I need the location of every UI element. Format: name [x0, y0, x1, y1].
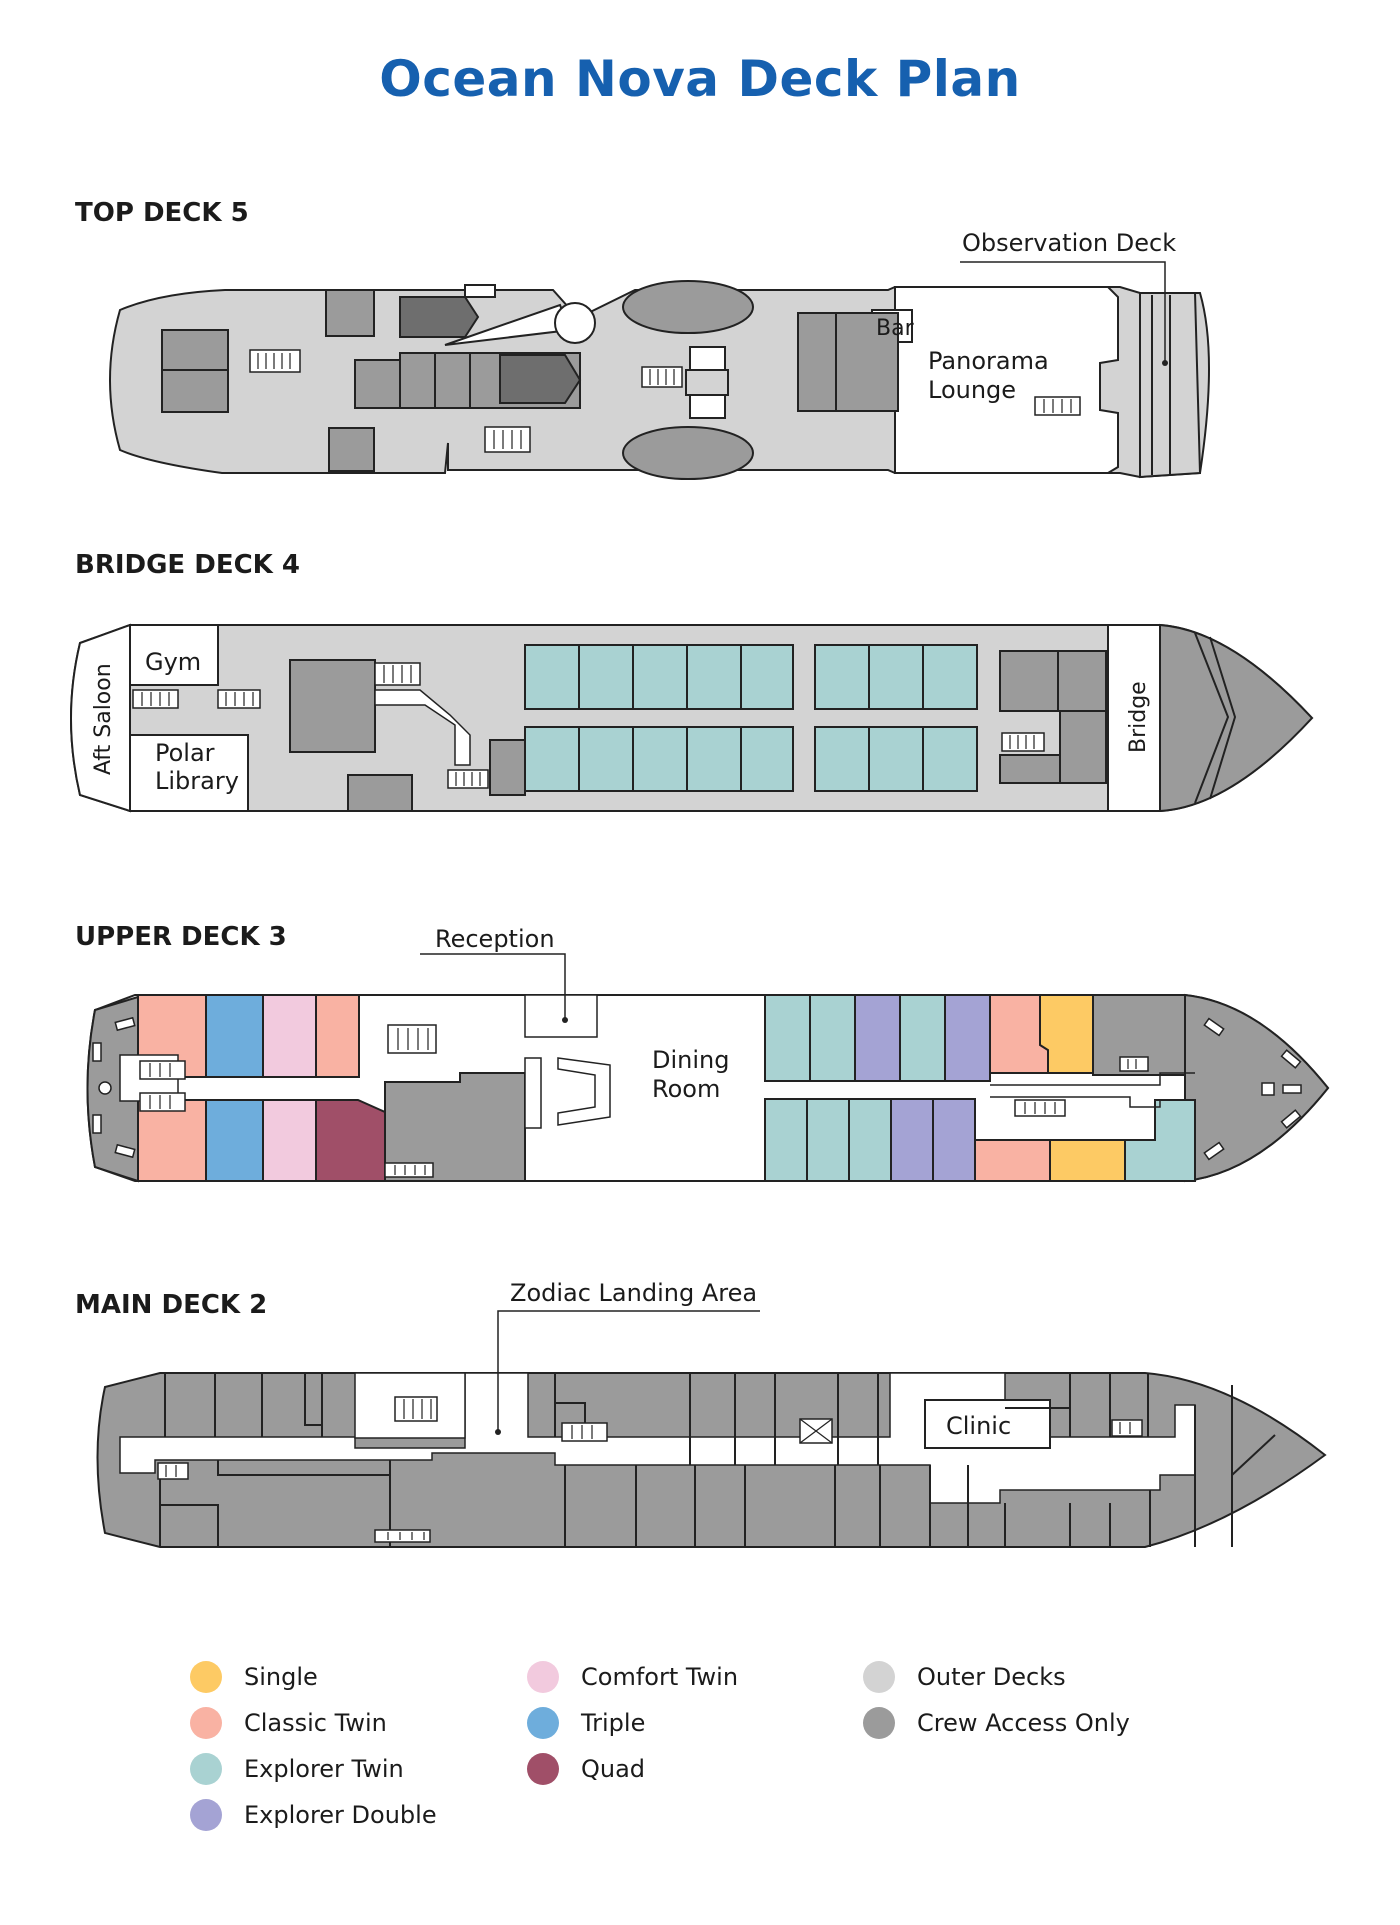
legend-item-explorer-twin: Explorer Twin [190, 1749, 404, 1789]
page-title: Ocean Nova Deck Plan [379, 50, 1021, 108]
legend-swatch-comfort-twin [527, 1661, 559, 1693]
legend-label-single: Single [244, 1663, 318, 1691]
legend-label-triple: Triple [581, 1709, 646, 1737]
panorama-lounge-label-2: Lounge [928, 376, 1016, 404]
legend-label-explorer-twin: Explorer Twin [244, 1755, 404, 1783]
legend-swatch-crew-access [863, 1707, 895, 1739]
legend-swatch-quad [527, 1753, 559, 1785]
polar-library-label-2: Library [155, 767, 239, 795]
legend-label-explorer-double: Explorer Double [244, 1801, 437, 1829]
polar-library-label-1: Polar [155, 739, 215, 767]
legend-label-quad: Quad [581, 1755, 646, 1783]
upper-deck-plan: Reception Dining Room [86, 925, 1330, 1183]
legend-swatch-explorer-twin [190, 1753, 222, 1785]
zodiac-landing-label: Zodiac Landing Area [510, 1279, 757, 1307]
legend-item-single: Single [190, 1657, 318, 1697]
bridge-label: Bridge [1126, 681, 1151, 753]
panorama-lounge-label-1: Panorama [928, 347, 1049, 375]
deck-label-top: TOP DECK 5 [75, 198, 249, 228]
legend-swatch-outer-decks [863, 1661, 895, 1693]
bar-label: Bar [876, 316, 915, 341]
legend-label-comfort-twin: Comfort Twin [581, 1663, 739, 1691]
legend-item-triple: Triple [527, 1703, 645, 1743]
legend-item-quad: Quad [527, 1749, 645, 1789]
legend-swatch-single [190, 1661, 222, 1693]
dining-room-label-1: Dining [652, 1046, 729, 1074]
main-deck-plan: Zodiac Landing Area Clinic [96, 1279, 1327, 1548]
legend-item-explorer-double: Explorer Double [190, 1795, 437, 1835]
clinic-label: Clinic [946, 1412, 1011, 1440]
legend-item-comfort-twin: Comfort Twin [527, 1657, 738, 1697]
gym-label: Gym [145, 648, 201, 676]
legend-label-classic-twin: Classic Twin [244, 1709, 387, 1737]
dining-room-label-2: Room [652, 1075, 720, 1103]
deck-label-main: MAIN DECK 2 [75, 1290, 268, 1320]
legend-swatch-classic-twin [190, 1707, 222, 1739]
legend-item-classic-twin: Classic Twin [190, 1703, 387, 1743]
deck-label-bridge: BRIDGE DECK 4 [75, 550, 300, 580]
observation-deck-label: Observation Deck [962, 229, 1176, 257]
deck-label-upper: UPPER DECK 3 [75, 922, 287, 952]
reception-label: Reception [435, 925, 555, 953]
legend-item-crew-access: Crew Access Only [863, 1703, 1130, 1743]
legend-label-outer-decks: Outer Decks [917, 1663, 1066, 1691]
top-deck-plan: Observation Deck Bar Panorama Lounge [109, 229, 1210, 480]
legend-swatch-triple [527, 1707, 559, 1739]
bridge-deck-plan: Gym Polar Library Aft Saloon Bridge [70, 623, 1314, 813]
legend-swatch-explorer-double [190, 1799, 222, 1831]
legend-item-outer-decks: Outer Decks [863, 1657, 1066, 1697]
aft-saloon-label: Aft Saloon [91, 663, 116, 775]
legend-label-crew-access: Crew Access Only [917, 1709, 1130, 1737]
